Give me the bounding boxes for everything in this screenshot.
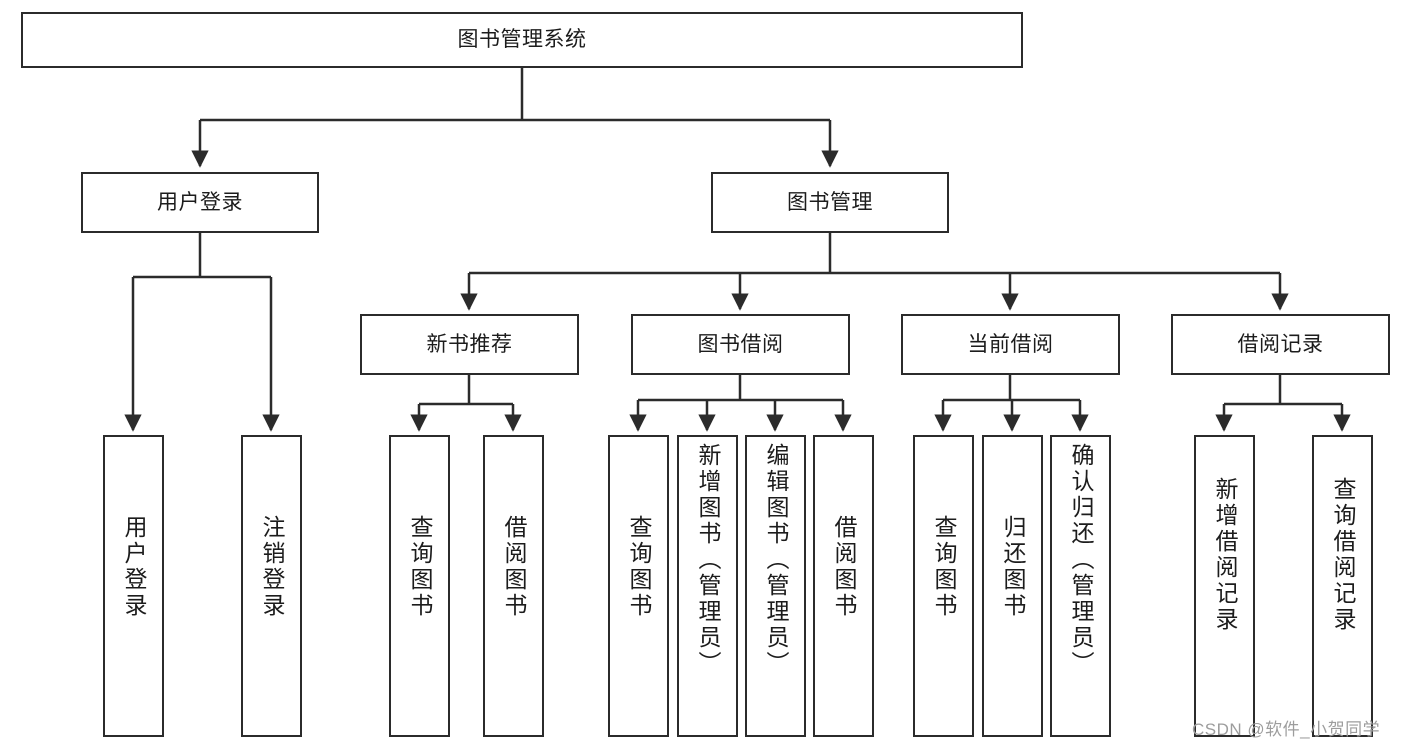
node-current-borrow[interactable]: 当前借阅: [901, 314, 1120, 375]
node-book-borrow[interactable]: 图书借阅: [631, 314, 850, 375]
node-leaf-edit-book[interactable]: 编辑图书（管理员）: [745, 435, 806, 737]
node-label: 查询借阅记录: [1330, 477, 1356, 633]
node-leaf-confirm-return[interactable]: 确认归还（管理员）: [1050, 435, 1111, 737]
node-book-management[interactable]: 图书管理: [711, 172, 949, 233]
node-label: 借阅图书: [831, 515, 857, 619]
node-label: 图书管理系统: [457, 28, 587, 52]
node-leaf-user-login[interactable]: 用户登录: [103, 435, 164, 737]
node-label: 编辑图书（管理员）: [763, 443, 789, 677]
node-leaf-return-book[interactable]: 归还图书: [982, 435, 1043, 737]
node-label: 归还图书: [1000, 515, 1026, 619]
node-label: 借阅图书: [501, 515, 527, 619]
node-leaf-query-book-2[interactable]: 查询图书: [608, 435, 669, 737]
node-leaf-borrow-book-2[interactable]: 借阅图书: [813, 435, 874, 737]
node-new-book-recommend[interactable]: 新书推荐: [360, 314, 579, 375]
node-label: 注销登录: [259, 515, 285, 619]
node-label: 查询图书: [407, 515, 433, 619]
node-leaf-query-record[interactable]: 查询借阅记录: [1312, 435, 1373, 737]
node-book-management-system[interactable]: 图书管理系统: [21, 12, 1023, 68]
node-leaf-logout-login[interactable]: 注销登录: [241, 435, 302, 737]
node-label: 新增图书（管理员）: [695, 443, 721, 677]
node-user-login[interactable]: 用户登录: [81, 172, 319, 233]
node-leaf-borrow-book-1[interactable]: 借阅图书: [483, 435, 544, 737]
node-label: 当前借阅: [967, 332, 1054, 356]
node-label: 用户登录: [121, 515, 147, 619]
node-borrow-record[interactable]: 借阅记录: [1171, 314, 1390, 375]
node-label: 用户登录: [157, 190, 243, 214]
node-leaf-add-book[interactable]: 新增图书（管理员）: [677, 435, 738, 737]
node-label: 查询图书: [626, 515, 652, 619]
node-label: 图书借阅: [697, 332, 784, 356]
node-leaf-query-book-3[interactable]: 查询图书: [913, 435, 974, 737]
node-leaf-query-book-1[interactable]: 查询图书: [389, 435, 450, 737]
node-label: 图书管理: [787, 190, 873, 214]
node-label: 借阅记录: [1237, 332, 1324, 356]
node-label: 确认归还（管理员）: [1068, 443, 1094, 677]
node-label: 查询图书: [931, 515, 957, 619]
node-label: 新增借阅记录: [1212, 477, 1238, 633]
node-label: 新书推荐: [426, 332, 513, 356]
node-leaf-add-record[interactable]: 新增借阅记录: [1194, 435, 1255, 737]
